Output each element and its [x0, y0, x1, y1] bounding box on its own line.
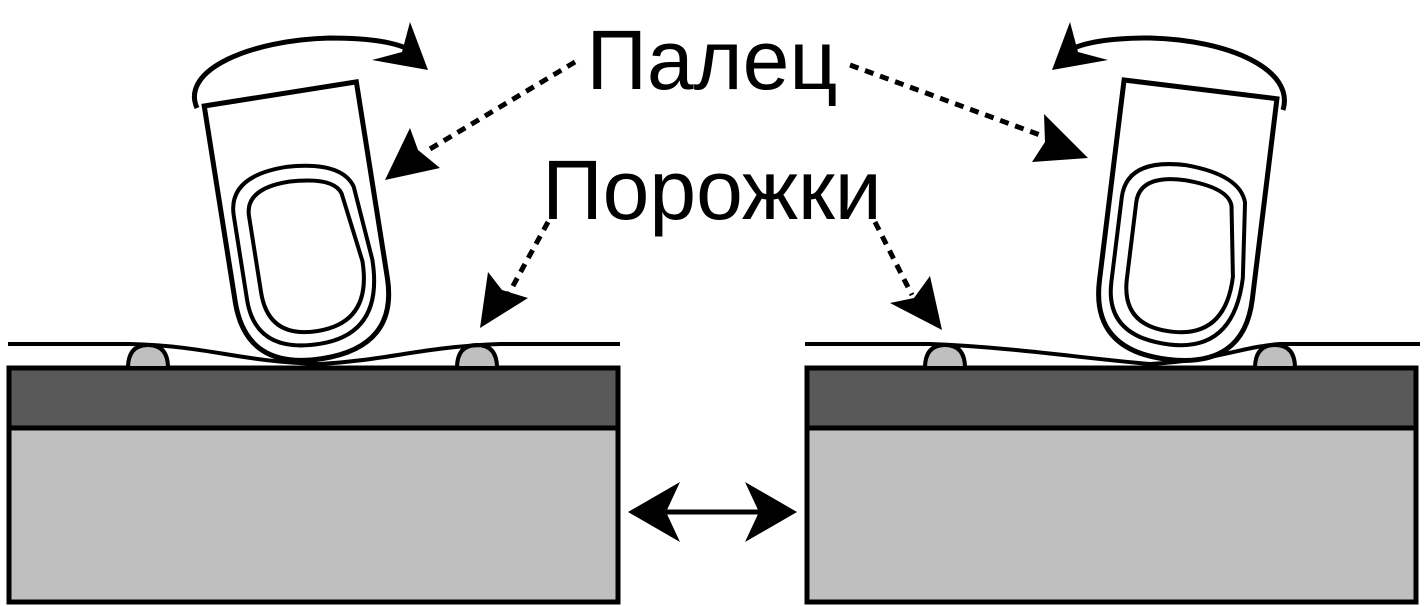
frets-label: Порожки	[542, 143, 881, 237]
right-fingernail	[1124, 177, 1235, 335]
right-rotation-arrowhead	[1052, 22, 1108, 70]
finger-pointer-left	[423, 59, 577, 155]
left-fingernail-outline	[231, 163, 377, 348]
left-assembly	[6, 22, 621, 605]
left-fingernail	[246, 178, 366, 335]
right-fingernail-outline	[1108, 162, 1248, 348]
left-fretboard-top	[6, 365, 621, 431]
finger-pointer-right-head	[1032, 114, 1088, 162]
right-fretboard-top	[804, 365, 1419, 431]
fret-pointer-right-head	[890, 276, 942, 330]
finger-label: Палец	[587, 13, 838, 107]
right-fret-1	[922, 342, 968, 370]
fret-pointer-left-head	[480, 272, 528, 328]
left-fret-1	[125, 342, 171, 370]
right-string	[805, 342, 1420, 367]
pointer-arrowheads	[385, 114, 1088, 330]
finger-pointer-left-head	[385, 128, 440, 180]
double-arrow	[628, 482, 797, 542]
double-arrow-right-head	[745, 482, 797, 542]
fret-pointer-right	[872, 220, 915, 297]
right-rotation-arc	[1068, 35, 1287, 111]
right-assembly	[804, 22, 1420, 605]
left-string	[8, 342, 620, 367]
pointer-arrows	[423, 59, 1041, 297]
left-rotation-arrowhead	[372, 22, 428, 70]
double-arrow-left-head	[628, 482, 680, 542]
right-fretboard-body	[804, 425, 1419, 605]
fret-pointer-left	[505, 220, 551, 297]
left-finger	[201, 79, 392, 363]
finger-pointer-right	[849, 62, 1041, 138]
left-fret-2	[454, 342, 500, 370]
right-finger	[1096, 77, 1280, 363]
left-fretboard-body	[6, 425, 621, 605]
left-rotation-arc	[192, 35, 412, 110]
